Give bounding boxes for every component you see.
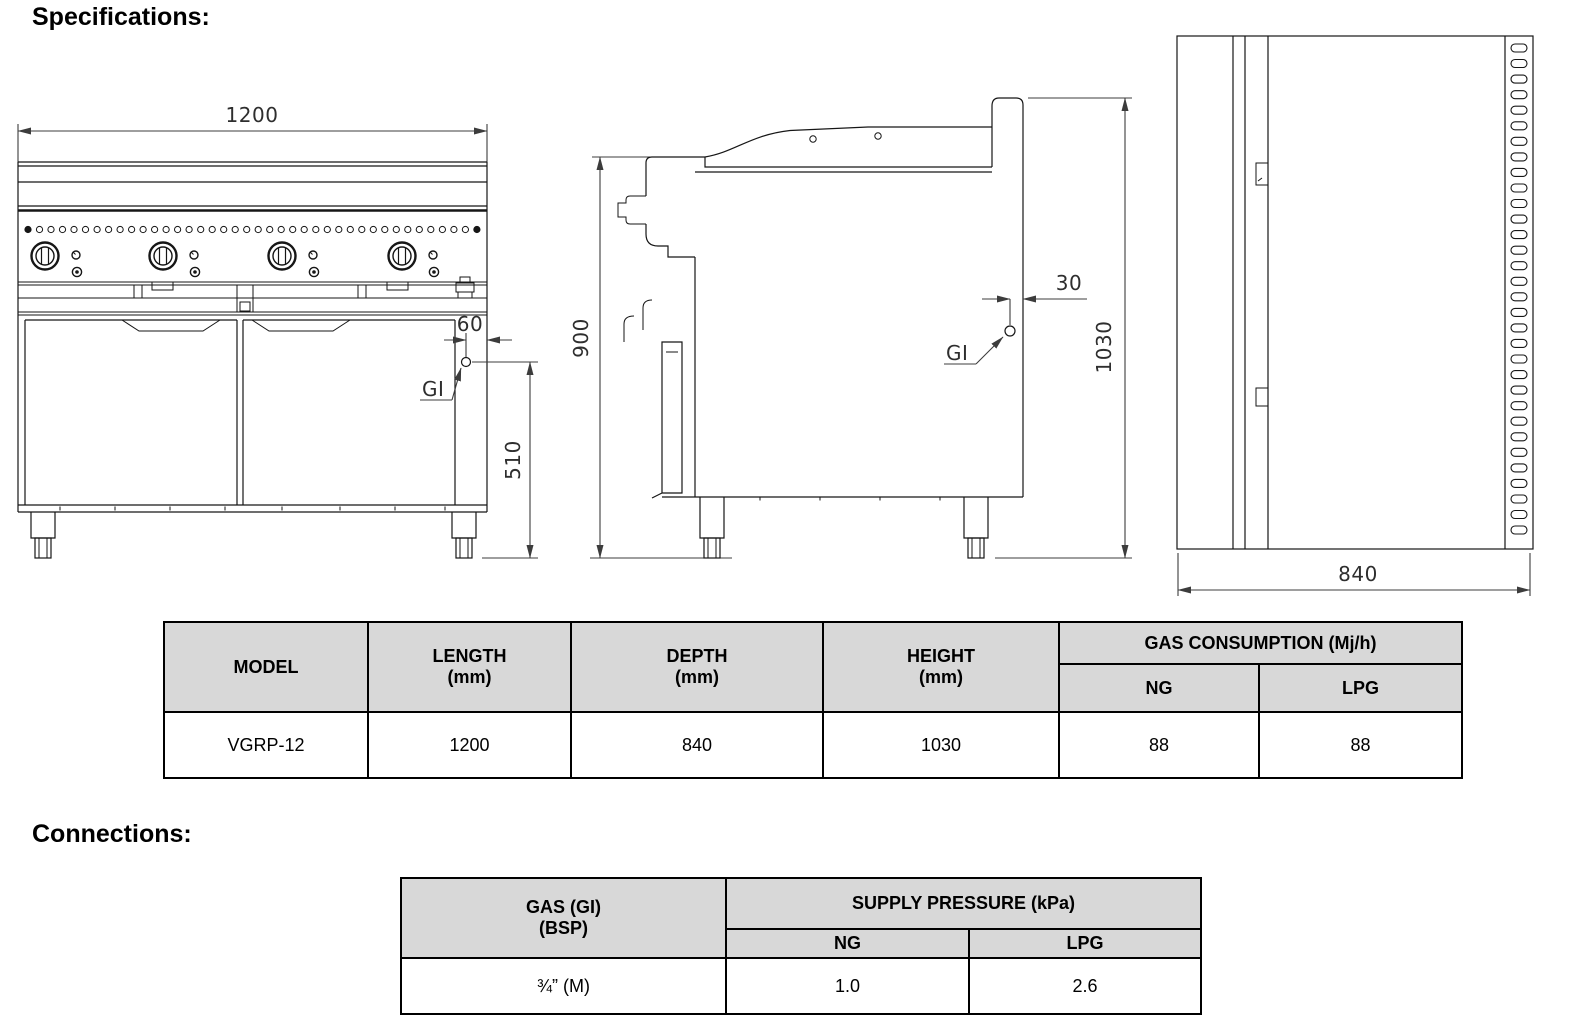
pressure-lpg-value: 2.6 xyxy=(968,957,1202,1015)
connections-heading: Connections: xyxy=(32,820,192,848)
conn-data-row: ¾” (M) 1.0 2.6 xyxy=(400,957,1202,1015)
connection-size-value: ¾” (M) xyxy=(400,957,727,1015)
col-header-height: HEIGHT (mm) xyxy=(822,621,1060,713)
spec-header-row-1: MODEL LENGTH (mm) DEPTH (mm) HEIGHT (mm)… xyxy=(163,621,1463,713)
right-door xyxy=(242,319,456,505)
side-inlet-offset-dimension: 30 xyxy=(1056,271,1082,295)
griddle-hinge-tabs xyxy=(1255,162,1269,407)
connections-table: GAS (GI) (BSP) SUPPLY PRESSURE (kPa) NG … xyxy=(400,877,1202,1015)
specifications-table: MODEL LENGTH (mm) DEPTH (mm) HEIGHT (mm)… xyxy=(163,621,1463,779)
vent-hole-row xyxy=(24,225,481,234)
front-view-drawing: 1200 xyxy=(17,103,538,559)
conn-col-header-lpg: LPG xyxy=(968,928,1202,959)
kick-rail-ticks xyxy=(59,506,446,511)
col-header-gas-consumption: GAS CONSUMPTION (Mj/h) xyxy=(1058,621,1463,665)
height-value: 1030 xyxy=(822,711,1060,779)
gas-inlet-point xyxy=(460,356,472,368)
gas-lpg-value: 88 xyxy=(1258,711,1463,779)
pressure-ng-value: 1.0 xyxy=(725,957,970,1015)
gas-ng-value: 88 xyxy=(1058,711,1260,779)
gas-valve-fitting xyxy=(455,276,475,298)
front-legs xyxy=(30,512,477,559)
side-gas-inlet-point xyxy=(1004,325,1016,337)
conn-col-header-ng: NG xyxy=(725,928,970,959)
spec-header-row-2: NG LPG xyxy=(164,663,1463,713)
control-knobs xyxy=(30,241,440,278)
col-header-length: LENGTH (mm) xyxy=(367,621,572,713)
specifications-heading: Specifications: xyxy=(32,3,210,31)
col-header-model: MODEL xyxy=(163,621,369,713)
col-header-gas-connection: GAS (GI) (BSP) xyxy=(400,877,727,959)
technical-drawings: 1200 xyxy=(17,35,1534,596)
conn-header-row-2: NG LPG xyxy=(401,928,1202,959)
conn-header-row-1: GAS (GI) (BSP) SUPPLY PRESSURE (kPa) xyxy=(400,877,1202,959)
model-value: VGRP-12 xyxy=(163,711,369,779)
col-header-depth: DEPTH (mm) xyxy=(570,621,824,713)
top-depth-dimension: 840 xyxy=(1338,562,1378,586)
side-gas-inlet-label: GI xyxy=(946,341,968,365)
front-gas-inlet-label: GI xyxy=(422,377,444,401)
left-door xyxy=(24,319,238,505)
col-header-lpg: LPG xyxy=(1258,663,1463,713)
rear-vent-slots xyxy=(1510,43,1528,535)
side-door-panel xyxy=(623,299,683,499)
base-ticks xyxy=(759,497,941,501)
front-inlet-height-dimension: 510 xyxy=(501,440,525,480)
length-value: 1200 xyxy=(367,711,572,779)
side-view-drawing: 900 xyxy=(569,97,1132,559)
depth-value: 840 xyxy=(570,711,824,779)
splashback-profile xyxy=(704,97,1024,497)
top-view-drawing: 840 xyxy=(1176,35,1534,596)
side-legs xyxy=(699,497,989,559)
side-overall-height-dimension: 1030 xyxy=(1092,321,1116,374)
front-inlet-offset-dimension: 60 xyxy=(457,312,483,336)
knob-panel-profile xyxy=(617,156,705,258)
col-header-supply-pressure: SUPPLY PRESSURE (kPa) xyxy=(725,877,1202,930)
col-header-ng: NG xyxy=(1058,663,1260,713)
front-width-dimension: 1200 xyxy=(226,103,279,127)
side-front-height-dimension: 900 xyxy=(569,318,593,358)
spec-data-row: VGRP-12 1200 840 1030 88 88 xyxy=(163,711,1463,779)
